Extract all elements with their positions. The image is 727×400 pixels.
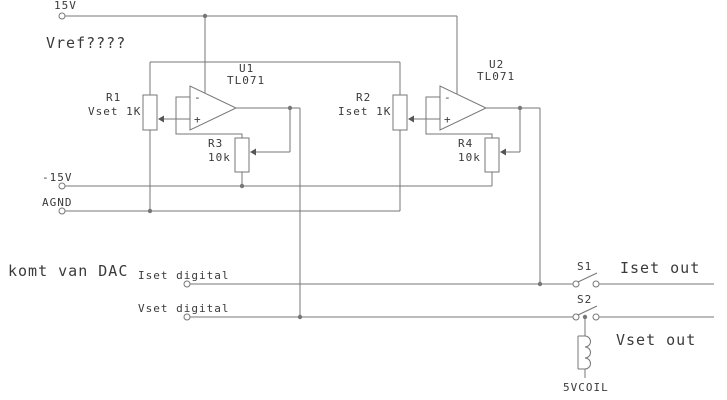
pot-r3: R3 10k: [208, 137, 256, 173]
coil-label: 5VCOIL: [563, 381, 609, 394]
opamp-u2: - + U2 TL071: [439, 58, 515, 131]
iset-out-label: Iset out: [620, 259, 700, 277]
r4-value-label: 10k: [458, 151, 481, 164]
dac-note-label: komt van DAC: [8, 262, 128, 280]
terminal-iset-digital: [183, 280, 191, 288]
u1-part-label: TL071: [227, 74, 265, 87]
u1-plus-sign: +: [194, 113, 201, 126]
wire-net: [65, 15, 714, 336]
u2-minus-sign: -: [444, 91, 451, 104]
s2-ref-label: S2: [577, 293, 592, 306]
terminal-vset-digital: [183, 313, 191, 321]
junction-dots: [147, 13, 588, 320]
u2-plus-sign: +: [444, 113, 451, 126]
terminal-agnd: [58, 207, 66, 215]
coil-symbol: 5VCOIL: [563, 335, 609, 394]
r1-value-label: Vset 1K: [88, 105, 141, 118]
pot-r2: R2 Iset 1K: [338, 91, 414, 131]
u2-ref-label: U2: [489, 58, 504, 71]
terminal-neg15v: [58, 182, 66, 190]
s1-ref-label: S1: [577, 260, 592, 273]
vcc-label: 15V: [54, 0, 77, 12]
r3-ref-label: R3: [208, 137, 223, 150]
vset-out-label: Vset out: [616, 331, 696, 349]
r4-ref-label: R4: [458, 137, 473, 150]
u2-part-label: TL071: [477, 70, 515, 83]
pot-r4: R4 10k: [458, 137, 506, 173]
vref-label: Vref????: [46, 34, 126, 52]
r1-ref-label: R1: [106, 91, 121, 104]
terminal-15v: [58, 12, 66, 20]
switch-s1: S1: [572, 260, 600, 288]
agnd-label: AGND: [42, 196, 73, 209]
vee-label: -15V: [42, 171, 73, 184]
u1-minus-sign: -: [194, 91, 201, 104]
r2-value-label: Iset 1K: [338, 105, 391, 118]
iset-digital-label: Iset digital: [138, 269, 229, 282]
opamp-u1: - + U1 TL071: [189, 62, 265, 131]
pot-r1: R1 Vset 1K: [88, 91, 164, 131]
r3-value-label: 10k: [208, 151, 231, 164]
terminals: [58, 12, 191, 321]
vset-digital-label: Vset digital: [138, 302, 229, 315]
switch-s2: S2: [572, 293, 600, 321]
r2-ref-label: R2: [356, 91, 371, 104]
u1-ref-label: U1: [239, 62, 254, 75]
